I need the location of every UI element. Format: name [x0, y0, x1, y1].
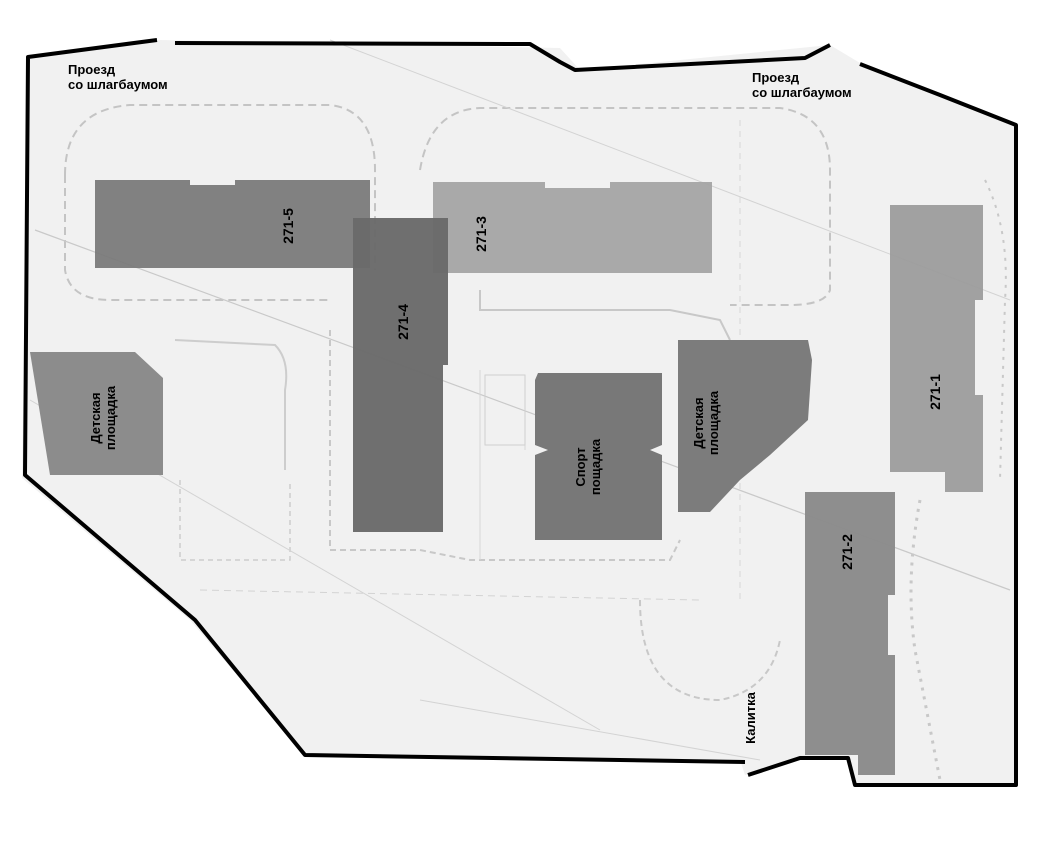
label-sport-2: пощадка	[588, 438, 603, 495]
building-271-1	[890, 205, 983, 492]
building-271-4	[353, 218, 448, 532]
site-boundary	[23, 38, 1018, 787]
label-271-5: 271-5	[280, 208, 296, 244]
label-271-2: 271-2	[839, 534, 855, 570]
building-271-3	[433, 182, 712, 273]
buildings	[30, 180, 983, 775]
label-playground-east-2: площадка	[706, 390, 721, 455]
gate-label-northeast: Проезд со шлагбаумом	[752, 70, 852, 100]
gate-nw-line2: со шлагбаумом	[68, 77, 168, 92]
label-playground-west-2: площадка	[103, 385, 118, 450]
gate-ne-line1: Проезд	[752, 70, 800, 85]
label-271-1: 271-1	[927, 374, 943, 410]
gate-label-northwest: Проезд со шлагбаумом	[68, 62, 168, 92]
gate-ne-line2: со шлагбаумом	[752, 85, 852, 100]
label-playground-east-1: Детская	[691, 397, 706, 448]
label-271-4: 271-4	[395, 304, 411, 340]
sport-ground	[535, 373, 662, 540]
playground-east	[678, 340, 812, 512]
building-271-2	[805, 492, 895, 775]
label-sport-1: Спорт	[573, 447, 588, 486]
gate-nw-line1: Проезд	[68, 62, 116, 77]
building-labels: 271-5 271-3 271-4 271-1 271-2 Детская пл…	[88, 208, 943, 744]
building-271-5	[95, 180, 370, 268]
label-playground-west-1: Детская	[88, 392, 103, 443]
playground-west	[30, 352, 163, 475]
label-wicket: Калитка	[743, 691, 758, 743]
label-271-3: 271-3	[473, 216, 489, 252]
